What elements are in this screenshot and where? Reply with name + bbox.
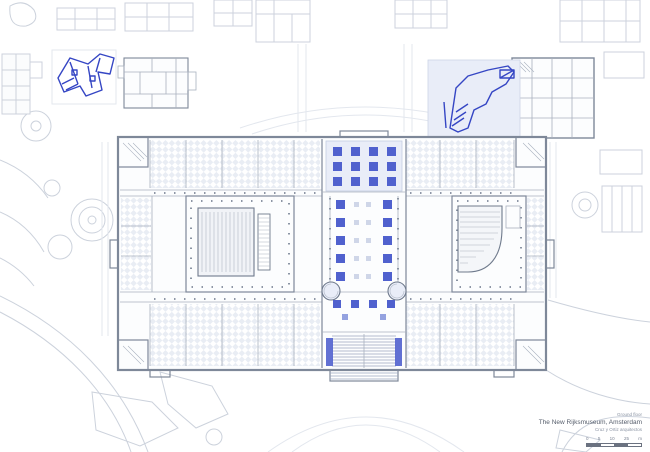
garden-east	[545, 142, 650, 452]
colonnade-dots	[154, 192, 512, 300]
stair-drums	[321, 281, 407, 301]
park-west	[0, 2, 229, 452]
scale-label-1: 5	[597, 436, 601, 441]
scale-label-3: 25	[623, 436, 629, 441]
cross-hall-piers-light	[342, 314, 386, 320]
grand-stair	[326, 334, 402, 368]
nave-piers-blue	[336, 200, 392, 281]
philips-wing-intervention	[427, 59, 521, 141]
west-courtyard	[185, 195, 295, 293]
asian-pavilion-sketch	[51, 49, 117, 105]
drawing-school-building	[117, 57, 197, 109]
scale-segment	[614, 443, 628, 446]
philips-wing	[511, 57, 595, 139]
east-courtyard-structure	[457, 205, 521, 273]
west-courtyard-structure	[197, 207, 271, 277]
south-plaza	[267, 416, 465, 452]
nave-piers-gray	[354, 202, 371, 279]
scale-bar-segments	[586, 442, 642, 447]
entrance-steps-south	[329, 369, 399, 382]
title-block: Ground floor The New Rijksmuseum, Amster…	[539, 412, 642, 434]
scale-bar-labels: 0 5 10 25 m	[586, 436, 642, 442]
facade-bays	[109, 130, 555, 378]
scale-unit: m	[638, 436, 642, 441]
caption-project-title: The New Rijksmuseum, Amsterdam	[538, 419, 642, 427]
scale-label-0: 0	[586, 436, 589, 441]
stair-hatches	[122, 142, 545, 365]
caption-architects: Cruz y Ortiz arquitectos	[594, 427, 642, 433]
scale-bar: 0 5 10 25 m	[586, 436, 642, 447]
blue-wash-panel	[427, 59, 521, 141]
central-passage	[321, 139, 407, 382]
scale-segment	[587, 443, 601, 446]
cross-hall-piers-blue	[333, 300, 395, 308]
caption-floor-label: Ground floor	[616, 411, 642, 417]
context-city-blocks	[56, 0, 645, 135]
west-context-building	[1, 53, 43, 115]
gallery-floors	[121, 140, 544, 366]
atrium-grid-blue	[333, 147, 396, 186]
corner-pavilions	[117, 136, 547, 371]
east-courtyard	[451, 195, 527, 293]
scale-segment	[628, 444, 642, 447]
scale-label-2: 10	[609, 436, 615, 441]
main-building	[109, 130, 555, 382]
scale-segment	[601, 444, 615, 447]
